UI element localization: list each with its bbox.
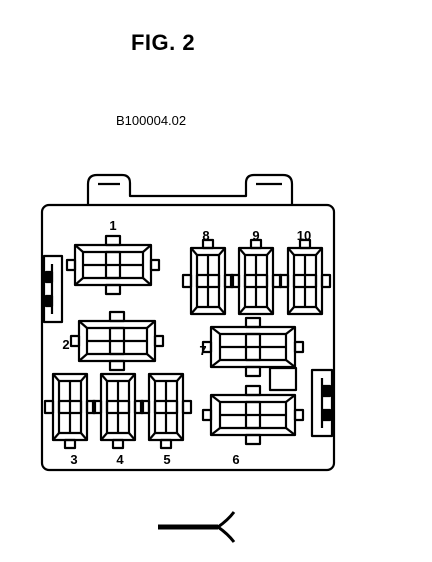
relay-1 bbox=[65, 234, 161, 296]
relay-box-housing bbox=[40, 203, 336, 472]
small-square-terminal bbox=[268, 366, 298, 392]
relay-7 bbox=[201, 316, 305, 378]
relay-8 bbox=[181, 238, 235, 316]
relay-9 bbox=[229, 238, 283, 316]
relay-3 bbox=[43, 372, 97, 450]
left-side-clip bbox=[42, 254, 64, 324]
relay-label-10: 10 bbox=[297, 228, 311, 243]
relay-label-2: 2 bbox=[62, 337, 69, 352]
relay-label-6: 6 bbox=[232, 452, 239, 467]
figure-title: FIG. 2 bbox=[130, 30, 196, 55]
wire-connector-icon bbox=[158, 511, 236, 543]
relay-label-9: 9 bbox=[252, 228, 259, 243]
relay-2 bbox=[69, 310, 165, 372]
figure-code: B100004.02 bbox=[116, 113, 187, 128]
relay-label-8: 8 bbox=[202, 228, 209, 243]
relay-label-4: 4 bbox=[116, 452, 124, 467]
right-side-clip bbox=[310, 368, 334, 438]
relay-5 bbox=[139, 372, 193, 450]
relay-label-3: 3 bbox=[70, 452, 77, 467]
mounting-bracket bbox=[86, 173, 294, 206]
relay-10 bbox=[278, 238, 332, 316]
relay-6 bbox=[201, 384, 305, 446]
relay-label-7: 7 bbox=[199, 343, 206, 358]
relay-label-1: 1 bbox=[109, 218, 116, 233]
relay-4 bbox=[91, 372, 145, 450]
relay-label-5: 5 bbox=[163, 452, 170, 467]
